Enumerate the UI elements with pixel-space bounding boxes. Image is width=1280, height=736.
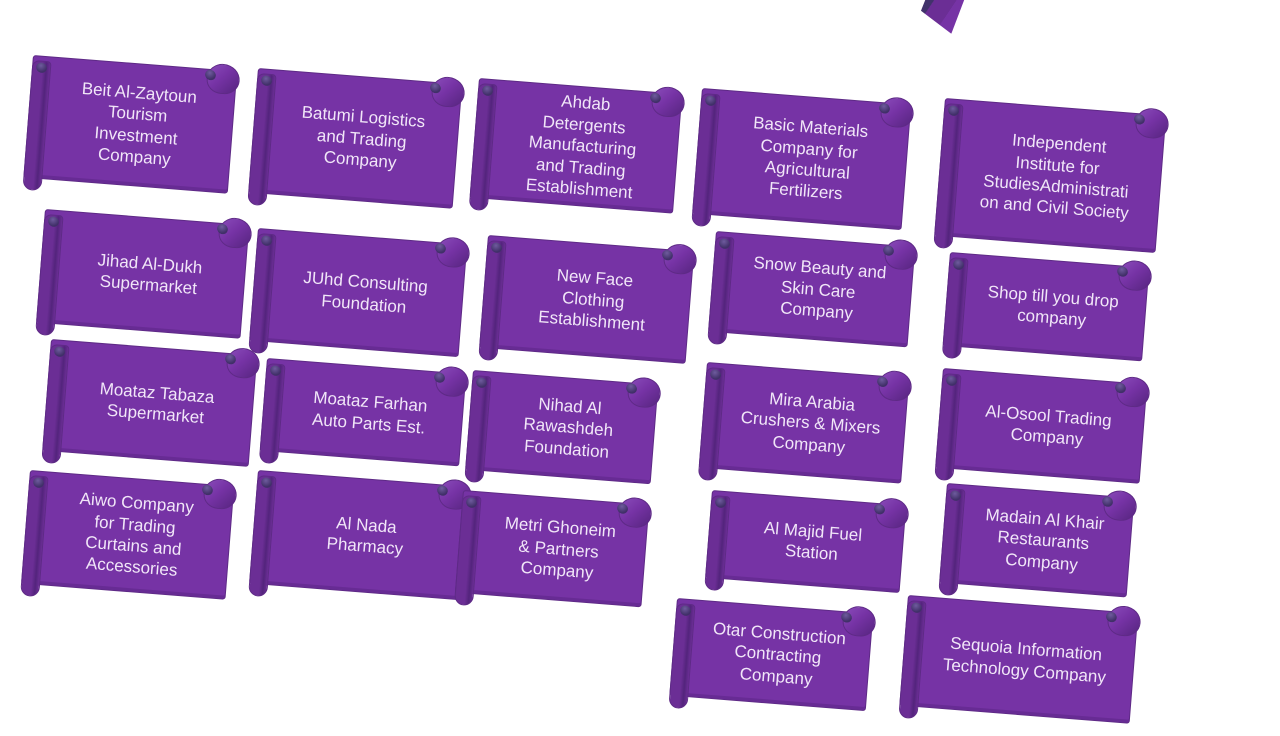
scroll-card-madain-al-khair[interactable]: Madain Al Khair Restaurants Company (938, 483, 1138, 609)
card-label: Moataz Farhan Auto Parts Est. (311, 387, 429, 438)
scroll-card-juhd-consulting[interactable]: JUhd Consulting Foundation (248, 228, 471, 369)
card-label: Mira Arabia Crushers & Mixers Company (740, 388, 881, 457)
card-label: Madain Al Khair Restaurants Company (984, 505, 1106, 575)
card-label: Ahdab Detergents Manufacturing and Tradi… (525, 92, 637, 203)
scroll-card-metri-ghoneim[interactable]: Metri Ghoneim & Partners Company (453, 490, 653, 619)
card-label: Al-Osool Trading Company (984, 401, 1113, 450)
card-label: Sequoia Information Technology Company (942, 633, 1107, 687)
card-label: Moataz Tabaza Supermarket (99, 378, 216, 428)
scroll-card-sequoia-it[interactable]: Sequoia Information Technology Company (898, 595, 1142, 736)
card-label: Batumi Logistics and Trading Company (301, 102, 426, 173)
scroll-card-batumi-logistics[interactable]: Batumi Logistics and Trading Company (247, 68, 466, 221)
scroll-card-basic-materials[interactable]: Basic Materials Company for Agricultural… (691, 88, 915, 242)
card-label: Aiwo Company for Trading Curtains and Ac… (78, 489, 195, 581)
scroll-card-moataz-tabaza[interactable]: Moataz Tabaza Supermarket (41, 339, 261, 479)
card-label: Shop till you drop company (987, 281, 1120, 330)
scroll-card-mira-arabia[interactable]: Mira Arabia Crushers & Mixers Company (697, 362, 913, 496)
card-label: Snow Beauty and Skin Care Company (752, 253, 888, 324)
card-label: Beit Al-Zaytoun Tourism Investment Compa… (81, 78, 198, 169)
scroll-card-moataz-farhan[interactable]: Moataz Farhan Auto Parts Est. (258, 358, 470, 478)
card-label: Al Nada Pharmacy (325, 512, 404, 559)
card-label: Nihad Al Rawashdeh Foundation (522, 394, 614, 462)
slide-canvas: Beit Al-Zaytoun Tourism Investment Compa… (20, 0, 1170, 724)
scroll-card-shop-till-you-drop[interactable]: Shop till you drop company (941, 252, 1153, 373)
scroll-card-ahdab-detergents[interactable]: Ahdab Detergents Manufacturing and Tradi… (468, 78, 686, 226)
scroll-card-al-osool[interactable]: Al-Osool Trading Company (934, 368, 1151, 496)
card-label: Otar Construction Contracting Company (712, 618, 847, 689)
card-label: Basic Materials Company for Agricultural… (752, 113, 869, 204)
scroll-card-al-nada-pharmacy[interactable]: Al Nada Pharmacy (248, 470, 473, 612)
card-label: Al Majid Fuel Station (763, 517, 863, 565)
scroll-card-al-majid-fuel[interactable]: Al Majid Fuel Station (704, 490, 910, 605)
scroll-card-snow-beauty[interactable]: Snow Beauty and Skin Care Company (707, 231, 919, 359)
card-label: Jihad Al-Dukh Supermarket (97, 249, 204, 299)
scroll-card-independent-institute[interactable]: Independent Institute for StudiesAdminis… (933, 98, 1170, 265)
scroll-card-jihad-al-dukh[interactable]: Jihad Al-Dukh Supermarket (35, 209, 253, 351)
card-label: JUhd Consulting Foundation (302, 267, 429, 317)
card-label: Metri Ghoneim & Partners Company (504, 513, 617, 583)
card-label: Independent Institute for StudiesAdminis… (979, 130, 1130, 224)
scroll-card-aiwo-curtains[interactable]: Aiwo Company for Trading Curtains and Ac… (20, 470, 238, 612)
clipped-scroll-fragment (918, 0, 966, 35)
scroll-card-nihad-rawashdeh[interactable]: Nihad Al Rawashdeh Foundation (464, 370, 662, 496)
scroll-card-otar-construction[interactable]: Otar Construction Contracting Company (668, 598, 877, 723)
scroll-card-beit-al-zaytoun[interactable]: Beit Al-Zaytoun Tourism Investment Compa… (22, 55, 241, 206)
scroll-card-new-face-clothing[interactable]: New Face Clothing Establishment (478, 235, 698, 376)
card-label: New Face Clothing Establishment (537, 265, 646, 335)
